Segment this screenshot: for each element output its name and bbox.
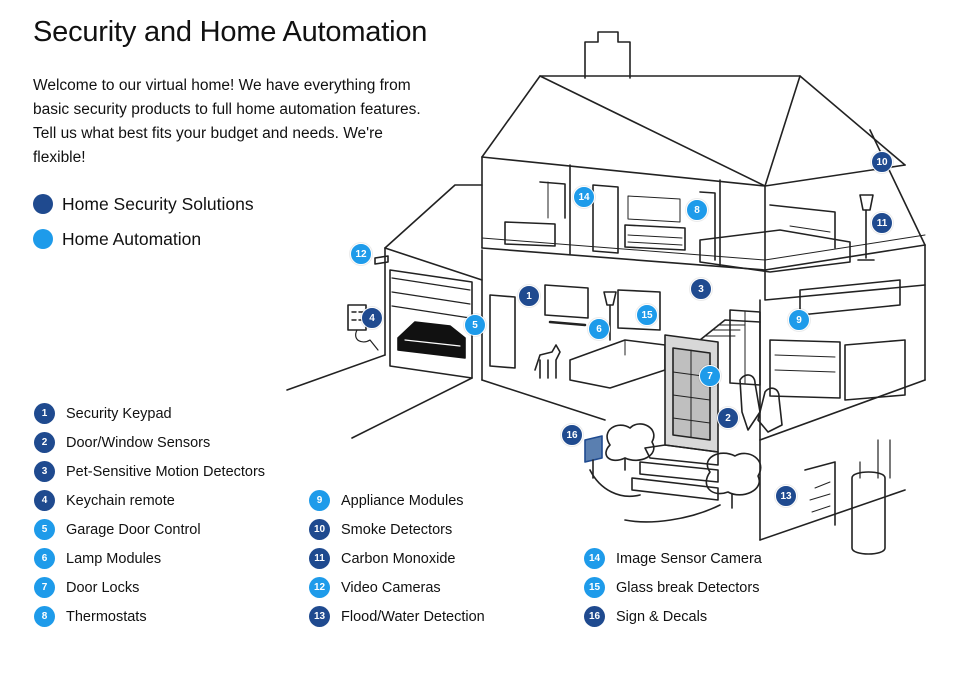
feature-item: 14 Image Sensor Camera <box>584 544 762 573</box>
feature-number: 8 <box>34 606 55 627</box>
feature-item: 12 Video Cameras <box>309 573 485 602</box>
callout-16[interactable]: 16 <box>561 424 583 446</box>
callout-1[interactable]: 1 <box>518 285 540 307</box>
callout-11[interactable]: 11 <box>871 212 893 234</box>
legend-item-security: Home Security Solutions <box>33 193 254 215</box>
feature-label: Flood/Water Detection <box>341 608 485 625</box>
feature-number: 15 <box>584 577 605 598</box>
feature-label: Garage Door Control <box>66 521 201 538</box>
callout-15[interactable]: 15 <box>636 304 658 326</box>
feature-number: 9 <box>309 490 330 511</box>
feature-number: 11 <box>309 548 330 569</box>
feature-label: Glass break Detectors <box>616 579 760 596</box>
callout-2[interactable]: 2 <box>717 407 739 429</box>
feature-item: 8 Thermostats <box>34 602 265 631</box>
callout-12[interactable]: 12 <box>350 243 372 265</box>
legend: Home Security Solutions Home Automation <box>33 193 254 250</box>
callout-14[interactable]: 14 <box>573 186 595 208</box>
feature-item: 5 Garage Door Control <box>34 515 265 544</box>
callout-10[interactable]: 10 <box>871 151 893 173</box>
feature-item: 6 Lamp Modules <box>34 544 265 573</box>
feature-label: Security Keypad <box>66 405 172 422</box>
callout-13[interactable]: 13 <box>775 485 797 507</box>
feature-item: 11 Carbon Monoxide <box>309 544 485 573</box>
feature-item: 10 Smoke Detectors <box>309 515 485 544</box>
feature-label: Sign & Decals <box>616 608 708 625</box>
feature-label: Door Locks <box>66 579 140 596</box>
feature-list-col-3: 14 Image Sensor Camera 15 Glass break Dete… <box>584 544 762 631</box>
feature-label: Smoke Detectors <box>341 521 453 538</box>
feature-label: Pet-Sensitive Motion Detectors <box>66 463 266 480</box>
feature-item: 2 Door/Window Sensors <box>34 428 265 457</box>
feature-item: 4 Keychain remote <box>34 486 265 515</box>
feature-item: 3 Pet-Sensitive Motion Detectors <box>34 457 265 486</box>
feature-label: Image Sensor Camera <box>616 550 762 567</box>
feature-label: Carbon Monoxide <box>341 550 456 567</box>
feature-number: 10 <box>309 519 330 540</box>
feature-number: 3 <box>34 461 55 482</box>
feature-label: Door/Window Sensors <box>66 434 211 451</box>
intro-text: Welcome to our virtual home! We have eve… <box>33 77 421 166</box>
feature-number: 2 <box>34 432 55 453</box>
legend-item-automation: Home Automation <box>33 228 254 250</box>
feature-number: 4 <box>34 490 55 511</box>
callout-4[interactable]: 4 <box>361 307 383 329</box>
feature-number: 13 <box>309 606 330 627</box>
feature-number: 6 <box>34 548 55 569</box>
callout-7[interactable]: 7 <box>699 365 721 387</box>
callout-3[interactable]: 3 <box>690 278 712 300</box>
feature-item: 9 Appliance Modules <box>309 486 485 515</box>
feature-item: 7 Door Locks <box>34 573 265 602</box>
feature-list-col-2: 9 Appliance Modules 10 Smoke Detectors 11 C… <box>309 486 485 631</box>
automation-dot-icon <box>33 229 53 249</box>
legend-label-security: Home Security Solutions <box>62 193 254 214</box>
feature-number: 5 <box>34 519 55 540</box>
feature-label: Appliance Modules <box>341 492 464 509</box>
callout-9[interactable]: 9 <box>788 309 810 331</box>
feature-label: Lamp Modules <box>66 550 162 567</box>
feature-label: Thermostats <box>66 608 147 625</box>
feature-number: 1 <box>34 403 55 424</box>
feature-item: 15 Glass break Detectors <box>584 573 762 602</box>
feature-label: Keychain remote <box>66 492 175 509</box>
callout-6[interactable]: 6 <box>588 318 610 340</box>
feature-item: 16 Sign & Decals <box>584 602 762 631</box>
page-title: Security and Home Automation <box>33 16 428 48</box>
feature-number: 16 <box>584 606 605 627</box>
legend-label-automation: Home Automation <box>62 228 202 249</box>
feature-item: 1 Security Keypad <box>34 399 265 428</box>
feature-label: Video Cameras <box>341 579 441 596</box>
security-dot-icon <box>33 194 53 214</box>
feature-number: 7 <box>34 577 55 598</box>
callout-8[interactable]: 8 <box>686 199 708 221</box>
callout-5[interactable]: 5 <box>464 314 486 336</box>
feature-number: 14 <box>584 548 605 569</box>
feature-item: 13 Flood/Water Detection <box>309 602 485 631</box>
feature-number: 12 <box>309 577 330 598</box>
